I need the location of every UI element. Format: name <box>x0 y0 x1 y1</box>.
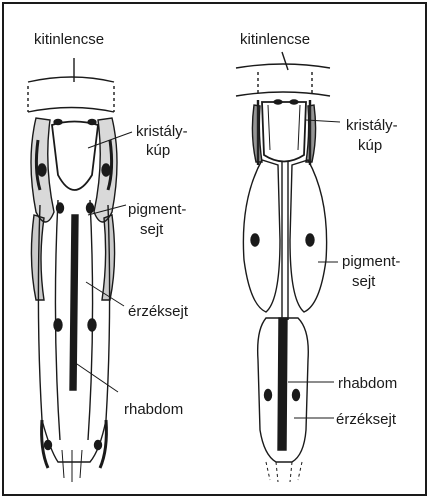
left-lens-shape <box>28 77 114 82</box>
right-rhabdom-label: rhabdom <box>338 375 397 392</box>
right-cone-label-1: kristály- <box>346 117 398 134</box>
right-rhabdom <box>278 318 287 450</box>
left-cone-label-1: kristály- <box>136 123 188 140</box>
right-pigment-label-1: pigment- <box>342 253 400 270</box>
right-lens-label: kitinlencse <box>240 31 310 48</box>
left-lens-label: kitinlencse <box>34 31 104 48</box>
right-sense-label: érzéksejt <box>336 411 397 428</box>
right-pigment-cell-left <box>243 160 280 312</box>
left-crystal-cone <box>52 122 98 191</box>
left-pigment-label-2: sejt <box>140 221 164 238</box>
left-pigment-label-1: pigment- <box>128 201 186 218</box>
right-lens-shape <box>236 64 330 68</box>
right-pigment-label-2: sejt <box>352 273 376 290</box>
right-ommatidium <box>236 52 340 482</box>
left-ommatidium <box>28 58 132 482</box>
left-sense-label: érzéksejt <box>128 303 189 320</box>
left-rhabdom-label: rhabdom <box>124 401 183 418</box>
right-cone-label-2: kúp <box>358 137 382 154</box>
left-cone-label-2: kúp <box>146 142 170 159</box>
